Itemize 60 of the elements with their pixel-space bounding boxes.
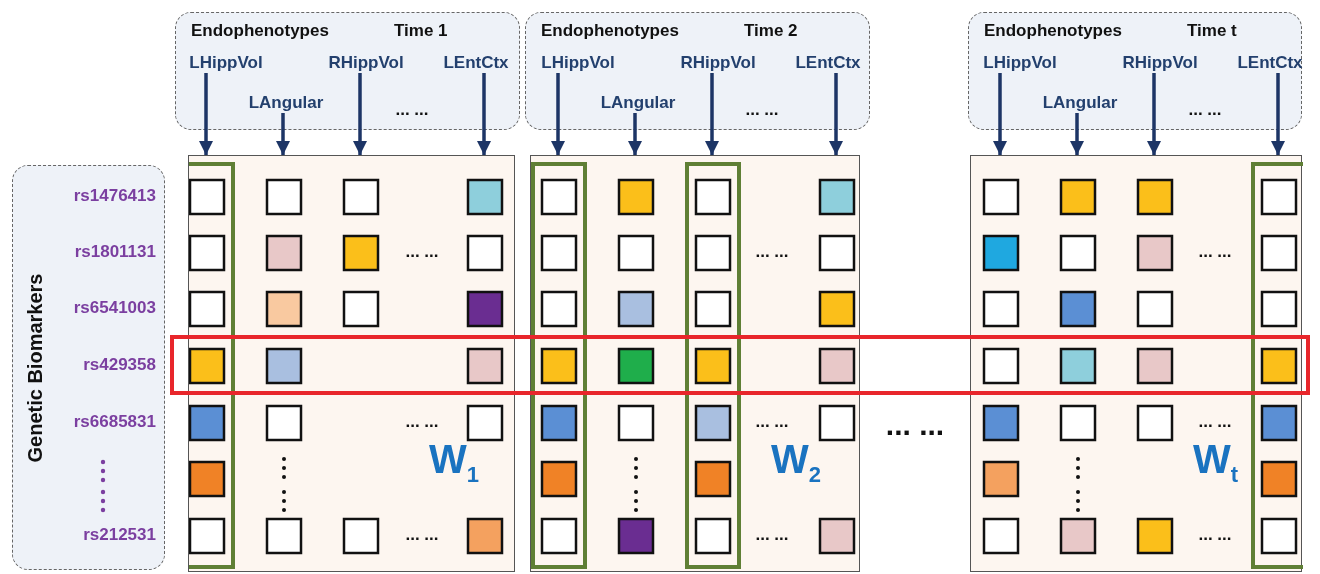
arrow [353, 73, 367, 155]
matrix-panel [188, 155, 515, 572]
phenotype-label: LAngular [600, 93, 676, 113]
time-label: Time 1 [394, 21, 448, 41]
phenotype-label: RHippVol [1122, 53, 1198, 73]
snp-label: rs1476413 [73, 186, 156, 206]
group-heading: Endophenotypes [984, 21, 1122, 41]
snp-label: rs1801131 [74, 242, 156, 262]
ellipsis-text: ... ... [885, 408, 945, 442]
ellipsis-text: ... ... [755, 242, 789, 262]
arrow [276, 113, 290, 155]
phenotype-label: LHippVol [189, 53, 263, 73]
phenotype-label: LAngular [248, 93, 324, 113]
matrix-panel [970, 155, 1302, 572]
snp-label: rs6541003 [73, 298, 156, 318]
snp-label: rs429358 [83, 355, 156, 375]
arrow [829, 73, 843, 155]
phenotype-label: LEntCtx [1237, 53, 1303, 73]
group-heading: Genetic Biomarkers [23, 273, 47, 462]
ellipsis-text: ... ... [1198, 412, 1232, 432]
group-heading: Endophenotypes [191, 21, 329, 41]
ellipsis-text: ... ... [1188, 100, 1222, 120]
snp-label: rs6685831 [73, 412, 156, 432]
phenotype-label: RHippVol [328, 53, 404, 73]
phenotype-label: LHippVol [541, 53, 615, 73]
phenotype-label: LEntCtx [443, 53, 509, 73]
arrow [993, 73, 1007, 155]
group-heading: Endophenotypes [541, 21, 679, 41]
dashed-group-box [525, 12, 870, 130]
snp-label: rs212531 [83, 525, 156, 545]
arrow [705, 73, 719, 155]
arrow [1271, 73, 1285, 155]
phenotype-label: LAngular [1042, 93, 1118, 113]
arrow [477, 73, 491, 155]
matrix-symbol: W$_{t}$ [1193, 439, 1239, 486]
ellipsis-text: ... ... [405, 242, 439, 262]
arrow [1147, 73, 1161, 155]
matrix-panel [530, 155, 860, 572]
phenotype-label: RHippVol [680, 53, 756, 73]
phenotype-label: LEntCtx [795, 53, 861, 73]
dashed-group-box [968, 12, 1302, 130]
ellipsis-text: ... ... [755, 525, 789, 545]
ellipsis-text: ... ... [745, 100, 779, 120]
arrow [551, 73, 565, 155]
arrow [1070, 113, 1084, 155]
arrow [628, 113, 642, 155]
phenotype-label: LHippVol [983, 53, 1057, 73]
ellipsis-text: ... ... [405, 412, 439, 432]
arrow [199, 73, 213, 155]
ellipsis-text: ... ... [1198, 525, 1232, 545]
matrix-symbol: W$_{2}$ [771, 439, 821, 486]
time-label: Time t [1187, 21, 1237, 41]
dashed-group-box [175, 12, 520, 130]
time-label: Time 2 [744, 21, 798, 41]
ellipsis-text: ... ... [1198, 242, 1232, 262]
ellipsis-text: ... ... [755, 412, 789, 432]
ellipsis-text: ... ... [395, 100, 429, 120]
matrix-symbol: W$_{1}$ [429, 439, 479, 486]
dashed-group-box [12, 165, 165, 570]
ellipsis-text: ... ... [405, 525, 439, 545]
